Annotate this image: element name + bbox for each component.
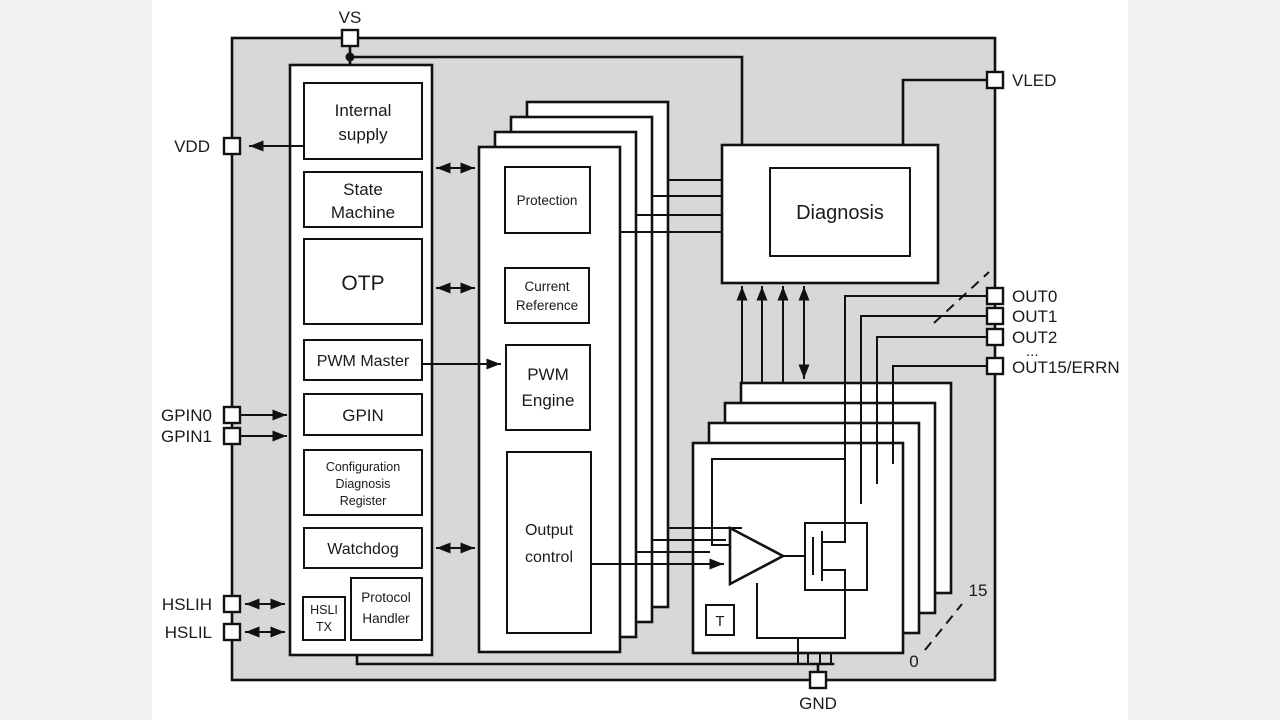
pwm-master-label: PWM Master xyxy=(317,353,410,370)
pin-out2 xyxy=(985,327,1005,347)
pin-vled xyxy=(985,70,1005,90)
driver-front-panel: T xyxy=(705,458,868,665)
stack-bottom-index: 0 xyxy=(909,652,918,671)
diagnosis-input-lines xyxy=(619,179,723,233)
state-machine-label2: Machine xyxy=(331,203,395,222)
pin-out1 xyxy=(985,306,1005,326)
mosfet-box xyxy=(804,522,868,591)
watchdog-label: Watchdog xyxy=(327,541,398,558)
state-machine-label: State xyxy=(343,180,383,199)
pwm-engine-block xyxy=(505,344,591,431)
gpin0-label: GPIN0 xyxy=(161,406,212,425)
config-register-label2: Diagnosis xyxy=(336,477,391,491)
source-ground-wires xyxy=(756,583,846,665)
pins xyxy=(222,28,1005,690)
out2-wire xyxy=(876,336,988,484)
otp-block xyxy=(303,238,423,325)
vs-label: VS xyxy=(339,8,362,27)
hslil-label: HSLIL xyxy=(165,623,212,642)
out15-wire xyxy=(892,365,988,464)
feedback-loop-wire xyxy=(711,458,846,546)
left-margin xyxy=(0,0,152,720)
output-control-label: Output xyxy=(525,522,574,539)
diagnosis-label: Diagnosis xyxy=(796,202,884,224)
hslih-label: HSLIH xyxy=(162,595,212,614)
pwm-engine-label2: Engine xyxy=(522,391,575,410)
protection-block xyxy=(504,166,591,234)
channel-front-panel-blocks: Protection Current Reference PWM Engine … xyxy=(504,166,592,634)
out0-label: OUT0 xyxy=(1012,287,1057,306)
output-control-block xyxy=(506,451,592,634)
hsli-tx-label: HSLI xyxy=(310,603,338,617)
driver-range-dashed-line xyxy=(924,603,963,651)
left-pin-wires xyxy=(239,140,305,638)
protection-label: Protection xyxy=(517,193,578,208)
internal-supply-block xyxy=(303,82,423,160)
vdd-label: VDD xyxy=(174,137,210,156)
stack-range-annotations: 15 0 xyxy=(909,271,990,671)
pin-out0 xyxy=(985,286,1005,306)
register-column: Internal supply State Machine OTP PWM Ma… xyxy=(288,63,434,657)
pin-gpin0 xyxy=(222,405,242,425)
stack-top-index: 15 xyxy=(969,581,988,600)
otp-label: OTP xyxy=(341,272,384,295)
pin-gnd xyxy=(808,670,828,690)
internal-supply-label2: supply xyxy=(338,125,388,144)
ground-rail xyxy=(355,653,835,674)
config-register-label3: Register xyxy=(340,494,387,508)
right-margin xyxy=(1128,0,1280,720)
pwm-master-block xyxy=(303,339,423,381)
pin-hslih xyxy=(222,594,242,614)
vled-label: VLED xyxy=(1012,71,1056,90)
gpin-label: GPIN xyxy=(342,406,384,425)
vs-supply-rail xyxy=(345,44,744,147)
pin-labels: VS VDD GPIN0 GPIN1 HSLIH HSLIL VLED OUT0… xyxy=(161,8,1120,713)
diagnosis-unit: Diagnosis xyxy=(720,143,940,285)
internal-supply-label: Internal xyxy=(335,101,392,120)
protocol-handler-label2: Handler xyxy=(362,611,410,626)
watchdog-block xyxy=(303,527,423,569)
column-stack-arrows xyxy=(421,162,501,554)
out1-wire xyxy=(860,315,988,504)
current-reference-block xyxy=(504,267,590,324)
hsli-tx-block xyxy=(302,596,346,641)
vled-wire xyxy=(901,78,989,147)
protocol-handler-label: Protocol xyxy=(361,590,411,605)
pwm-engine-label: PWM xyxy=(527,365,569,384)
pin-out15 xyxy=(985,356,1005,376)
out-wires xyxy=(844,295,988,524)
output-control-label2: control xyxy=(525,549,573,566)
out15-label: OUT15/ERRN xyxy=(1012,358,1120,377)
current-reference-label2: Reference xyxy=(516,298,578,313)
temperature-sensor-label: T xyxy=(715,613,724,630)
config-register-block xyxy=(303,449,423,516)
pin-hslil xyxy=(222,622,242,642)
out2-label: OUT2 xyxy=(1012,328,1057,347)
pin-gpin1 xyxy=(222,426,242,446)
pin-vs xyxy=(340,28,360,48)
diagnosis-block xyxy=(769,167,911,257)
config-register-label: Configuration xyxy=(326,460,400,474)
out-range-dashed-line xyxy=(933,271,990,324)
out1-label: OUT1 xyxy=(1012,307,1057,326)
out-ellipsis: ... xyxy=(1026,343,1039,360)
gpin-block xyxy=(303,393,423,436)
pin-vdd xyxy=(222,136,242,156)
protocol-handler-block xyxy=(350,577,423,641)
gnd-label: GND xyxy=(799,694,837,713)
out0-wire xyxy=(844,295,988,524)
mosfet-symbol xyxy=(812,522,846,591)
temperature-sensor-box xyxy=(705,604,735,636)
current-reference-label: Current xyxy=(524,279,569,294)
gpin1-label: GPIN1 xyxy=(161,427,212,446)
state-machine-block xyxy=(303,171,423,228)
hsli-tx-label2: TX xyxy=(316,620,333,634)
gate-driver-symbol xyxy=(728,525,786,587)
